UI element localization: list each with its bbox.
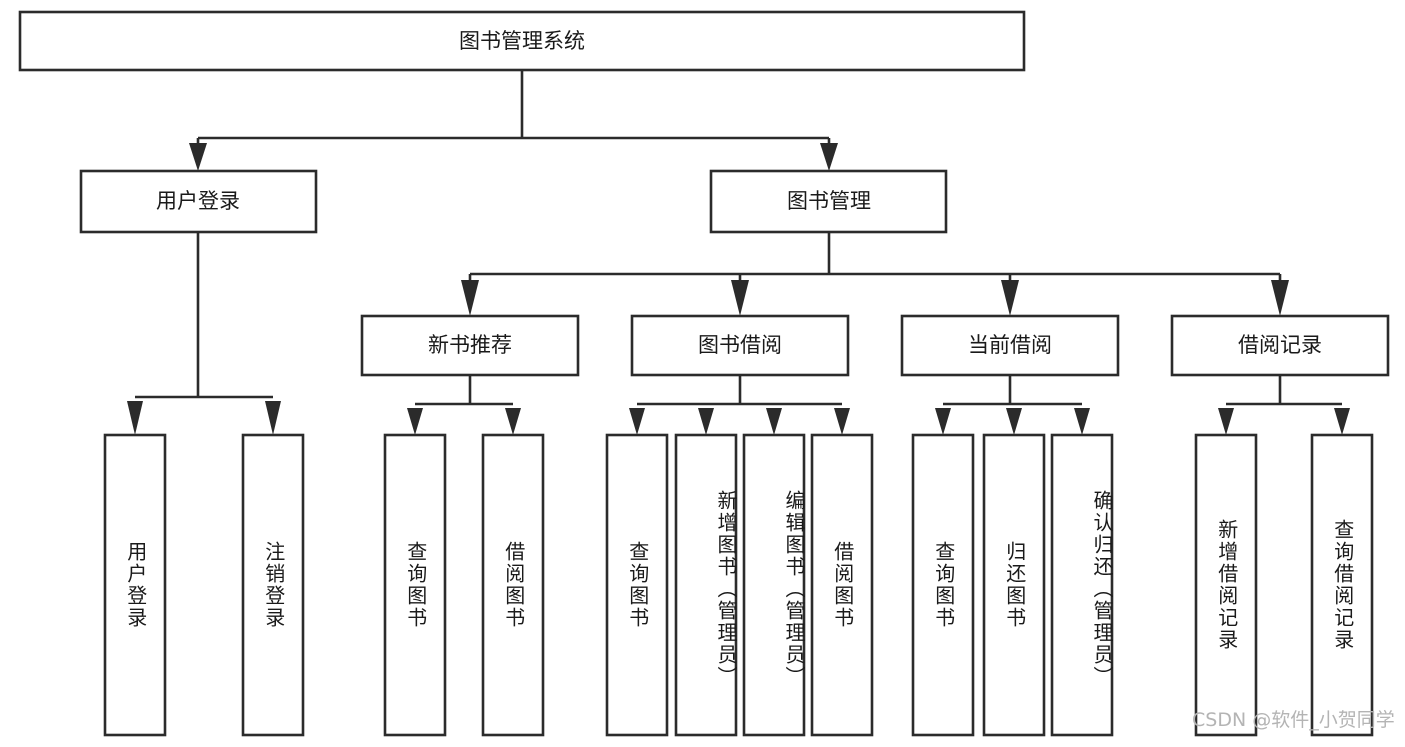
node-label-new-book-recommend: 新书推荐 [428,333,512,357]
node-label-current-borrow: 当前借阅 [968,333,1052,357]
connector-group-borrowrecord-to-leaves [1218,375,1350,435]
node-user-login[interactable]: 用户登录 [79,169,318,234]
node-box-leaf-query-book-new[interactable] [383,433,447,737]
node-new-book-recommend[interactable]: 新书推荐 [360,314,580,377]
arrow-head-book-management [820,143,838,171]
node-box-leaf-user-logout[interactable] [241,433,305,737]
node-label-borrow-record: 借阅记录 [1238,333,1322,357]
connector-group-bookmgmt-to-level3 [461,232,1289,316]
node-label-book-management: 图书管理 [787,189,871,213]
node-box-leaf-borrow-book[interactable] [810,433,874,737]
leaf-boxes [103,433,1374,737]
node-box-leaf-confirm-return-admin[interactable] [1050,433,1114,737]
arrow-head-leaf-confirm-return-admin [1074,408,1090,435]
arrow-head-leaf-borrow-book-new [505,408,521,435]
arrow-head-leaf-add-book-admin [698,408,714,435]
node-box-borrow-record[interactable] [1170,314,1390,377]
node-book-borrow[interactable]: 图书借阅 [630,314,850,377]
node-box-root[interactable] [18,10,1026,72]
arrow-head-leaf-add-borrow-record [1218,408,1234,435]
arrow-head-leaf-borrow-book [834,408,850,435]
node-box-leaf-return-book[interactable] [982,433,1046,737]
arrow-head-borrow-record [1271,280,1289,316]
node-box-leaf-borrow-book-new[interactable] [481,433,545,737]
arrow-head-leaf-return-book [1006,408,1022,435]
connector-group-root-to-level2 [189,70,838,171]
arrow-head-leaf-query-book-borrow [629,408,645,435]
node-box-current-borrow[interactable] [900,314,1120,377]
connector-group-userlogin-to-leaves [127,232,281,435]
node-label-root: 图书管理系统 [459,29,585,53]
arrow-head-leaf-query-borrow-record [1334,408,1350,435]
node-box-leaf-query-book-current[interactable] [911,433,975,737]
node-label-user-login: 用户登录 [156,189,240,213]
node-book-management[interactable]: 图书管理 [709,169,948,234]
node-borrow-record[interactable]: 借阅记录 [1170,314,1390,377]
arrow-head-leaf-user-login [127,401,143,435]
arrow-head-user-login [189,143,207,171]
node-label-book-borrow: 图书借阅 [698,333,782,357]
arrow-head-current-borrow [1001,280,1019,316]
node-box-leaf-query-borrow-record[interactable] [1310,433,1374,737]
connector-group-currentborrow-to-leaves [935,375,1090,435]
node-box-user-login[interactable] [79,169,318,234]
node-box-leaf-user-login[interactable] [103,433,167,737]
node-root[interactable]: 图书管理系统 [18,10,1026,72]
node-box-leaf-edit-book-admin[interactable] [742,433,806,737]
arrow-head-book-borrow [731,280,749,316]
node-current-borrow[interactable]: 当前借阅 [900,314,1120,377]
arrow-head-leaf-query-book-current [935,408,951,435]
node-box-book-management[interactable] [709,169,948,234]
node-box-new-book-recommend[interactable] [360,314,580,377]
arrow-head-leaf-user-logout [265,401,281,435]
arrow-head-leaf-query-book-new [407,408,423,435]
node-box-book-borrow[interactable] [630,314,850,377]
node-box-leaf-add-book-admin[interactable] [674,433,738,737]
arrow-head-new-book-recommend [461,280,479,316]
node-box-leaf-query-book-borrow[interactable] [605,433,669,737]
connector-group-newbook-to-leaves [407,375,521,435]
csdn-watermark: CSDN @软件_小贺同学 [1192,709,1395,731]
node-box-leaf-add-borrow-record[interactable] [1194,433,1258,737]
connector-group-bookborrow-to-leaves [629,375,850,435]
arrow-head-leaf-edit-book-admin [766,408,782,435]
